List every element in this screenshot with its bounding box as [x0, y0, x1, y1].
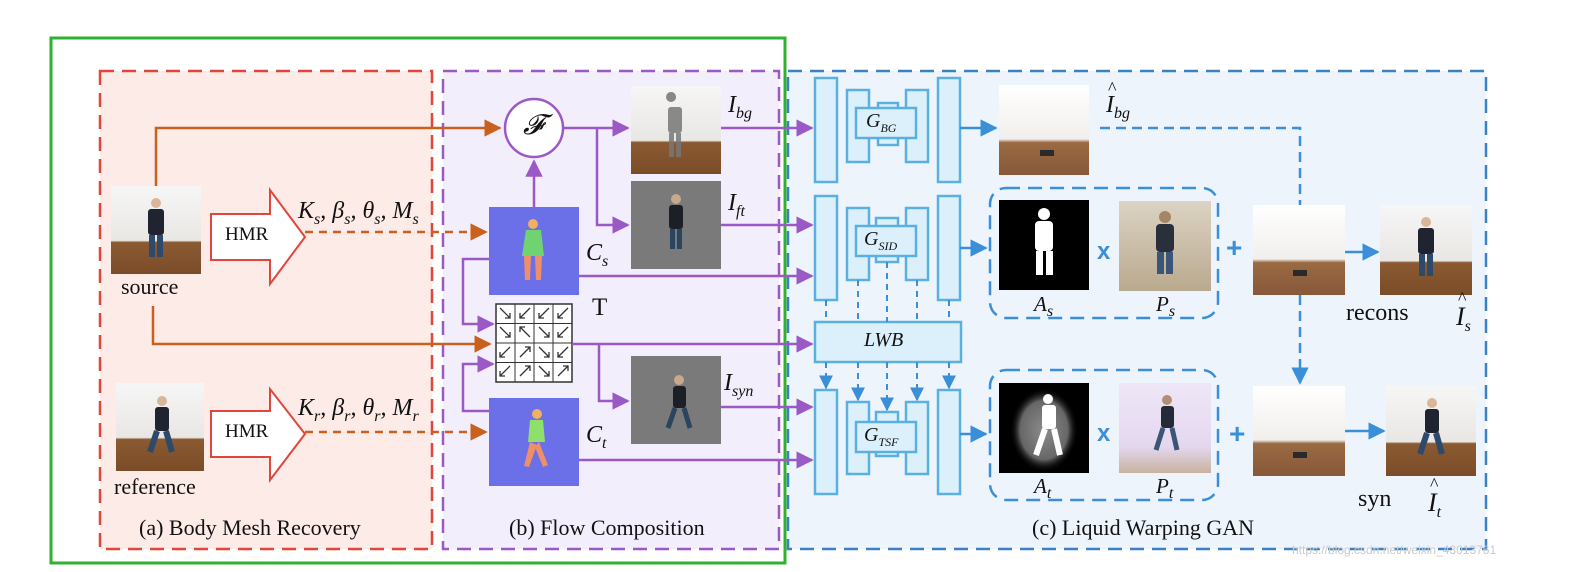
reference-label: reference [114, 474, 196, 499]
ibg-hat-label: Ibg [1106, 78, 1130, 123]
gtsf-network [813, 388, 962, 496]
pt-label: Pt [1156, 474, 1174, 503]
is-hat-label: Is [1456, 288, 1471, 336]
source-label: source [121, 274, 179, 299]
transform-label: T [592, 294, 608, 321]
syn-label: syn [1358, 486, 1392, 512]
hmr-label-r: HMR [225, 421, 269, 442]
at-label: At [1034, 474, 1052, 503]
params-r: Kr, βr, θr, Mr [298, 395, 419, 425]
as-mask [999, 200, 1089, 290]
recons-output-image [1380, 205, 1472, 295]
plus-op-t: + [1229, 418, 1246, 449]
gtsf-label: GTSF [864, 424, 899, 449]
hmr-arrow-s [210, 186, 307, 288]
params-s: Ks, βs, θs, Ms [298, 198, 419, 228]
times-op-t: x [1097, 420, 1111, 447]
bg-copy-bottom [1253, 386, 1345, 476]
green-frame [49, 36, 787, 565]
reference-image [116, 383, 204, 471]
hmr-label-s: HMR [225, 224, 269, 245]
isyn-label: Isyn [724, 370, 754, 400]
cs-mesh [489, 207, 579, 295]
it-hat-label: It [1428, 474, 1441, 522]
section-c-title: (c) Liquid Warping GAN [1032, 515, 1255, 540]
ibg-image [631, 86, 721, 174]
lwb-label: LWB [864, 329, 904, 351]
section-b-title: (b) Flow Composition [509, 515, 705, 540]
syn-output-image [1386, 386, 1476, 476]
bg-copy-top [1253, 205, 1345, 295]
ct-mesh [489, 398, 579, 486]
cs-label: Cs [586, 240, 609, 270]
pt-image [1119, 383, 1211, 473]
watermark: https://blog.csdn.net/weixin_43013761 [1292, 543, 1497, 557]
ibg-hat-image [999, 85, 1089, 175]
ift-label: Ift [728, 190, 745, 220]
source-image [111, 186, 201, 274]
hmr-arrow-r [210, 386, 307, 483]
times-op-s: x [1097, 238, 1111, 265]
at-pt-group [988, 368, 1220, 502]
as-ps-group [988, 186, 1220, 320]
recons-label: recons [1346, 300, 1409, 326]
lwb-block [813, 320, 963, 364]
gbg-network [813, 76, 962, 184]
ps-label: Ps [1156, 292, 1176, 321]
grid-arrows [499, 307, 569, 377]
isyn-image [631, 356, 721, 444]
fusion-symbol: 𝓕 [523, 110, 544, 141]
ct-label: Ct [586, 422, 607, 452]
as-label: As [1034, 292, 1054, 321]
ps-image [1119, 201, 1211, 291]
gsid-label: GSID [864, 228, 898, 253]
at-mask [999, 383, 1089, 473]
section-a-title: (a) Body Mesh Recovery [139, 515, 361, 540]
gbg-label: GBG [866, 110, 897, 135]
ibg-label: Ibg [728, 92, 752, 122]
plus-op-s: + [1226, 232, 1243, 263]
ift-image [631, 181, 721, 269]
